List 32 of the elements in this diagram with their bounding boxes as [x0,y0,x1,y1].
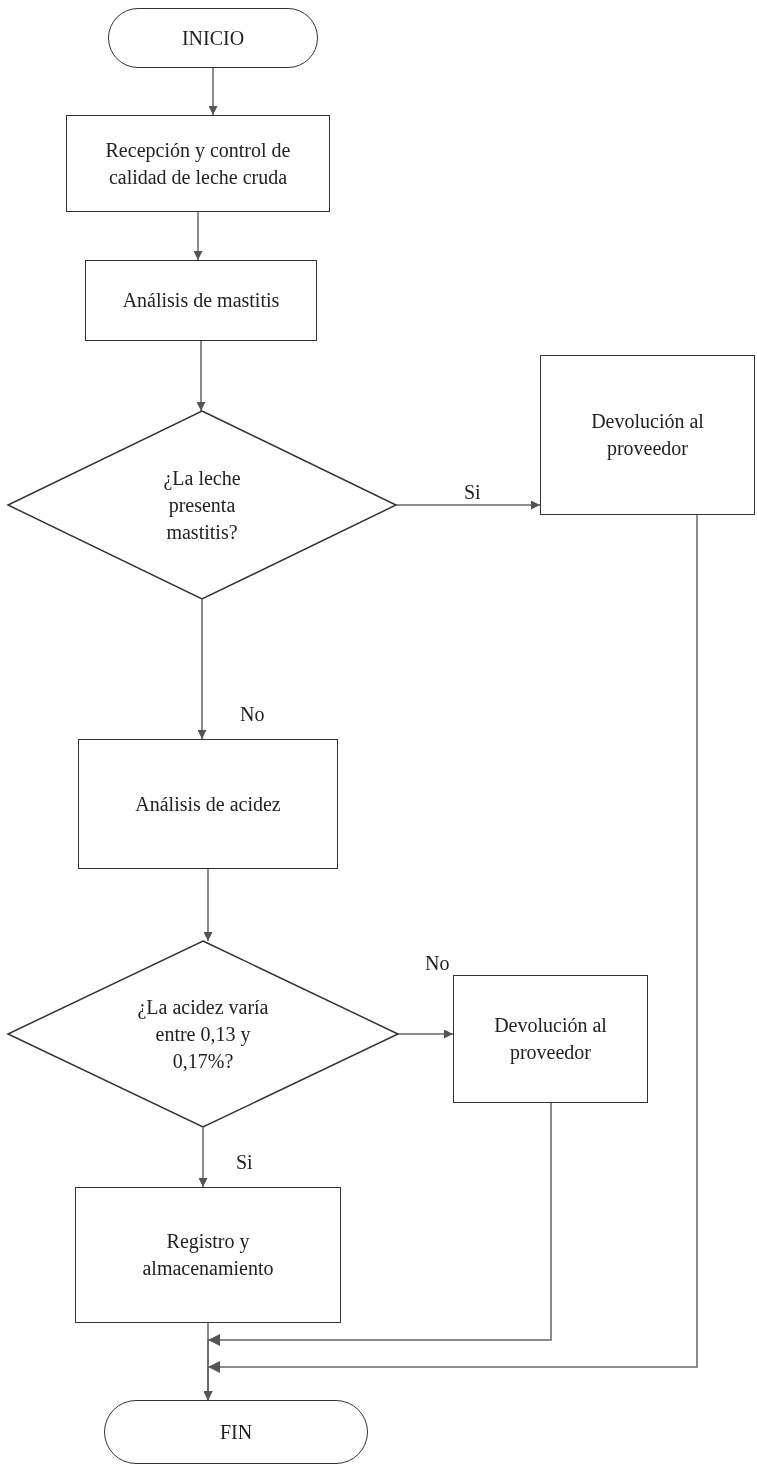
process-box [540,355,755,515]
arrow [397,1029,454,1039]
process-box [85,260,317,341]
arrow [203,868,213,942]
process-box [78,739,338,869]
arrow [196,340,206,412]
process-box [453,975,648,1103]
arrow [395,500,541,510]
node-text: Devolución al proveedor [493,1013,608,1066]
arrow [193,211,203,261]
edge-label: Si [234,1152,255,1172]
edge-label: No [238,704,267,724]
node-text: Análisis de acidez [134,791,282,817]
edge-label: Si [462,482,483,502]
node-text: Recepción y control de calidad de leche cruda [104,137,292,190]
decision-diamond [6,410,398,600]
arrow [198,1126,208,1188]
node-text: ¿La leche presenta mastitis? [162,465,242,545]
node-text: Análisis de mastitis [121,288,281,313]
node-text: Registro y almacenamiento [141,1229,275,1281]
terminal-box [108,8,318,68]
node-text: Devolución al proveedor [590,409,705,462]
node-text: INICIO [180,25,246,51]
process-box [75,1187,341,1323]
edge-label: No [423,953,452,973]
node-text: FIN [218,1419,254,1445]
decision-diamond [6,940,400,1128]
arrow [203,514,698,1401]
process-box [66,115,330,212]
node-text: ¿La acidez varía entre 0,13 y 0,17%? [136,994,270,1074]
arrow [197,598,207,740]
arrow [208,67,218,116]
